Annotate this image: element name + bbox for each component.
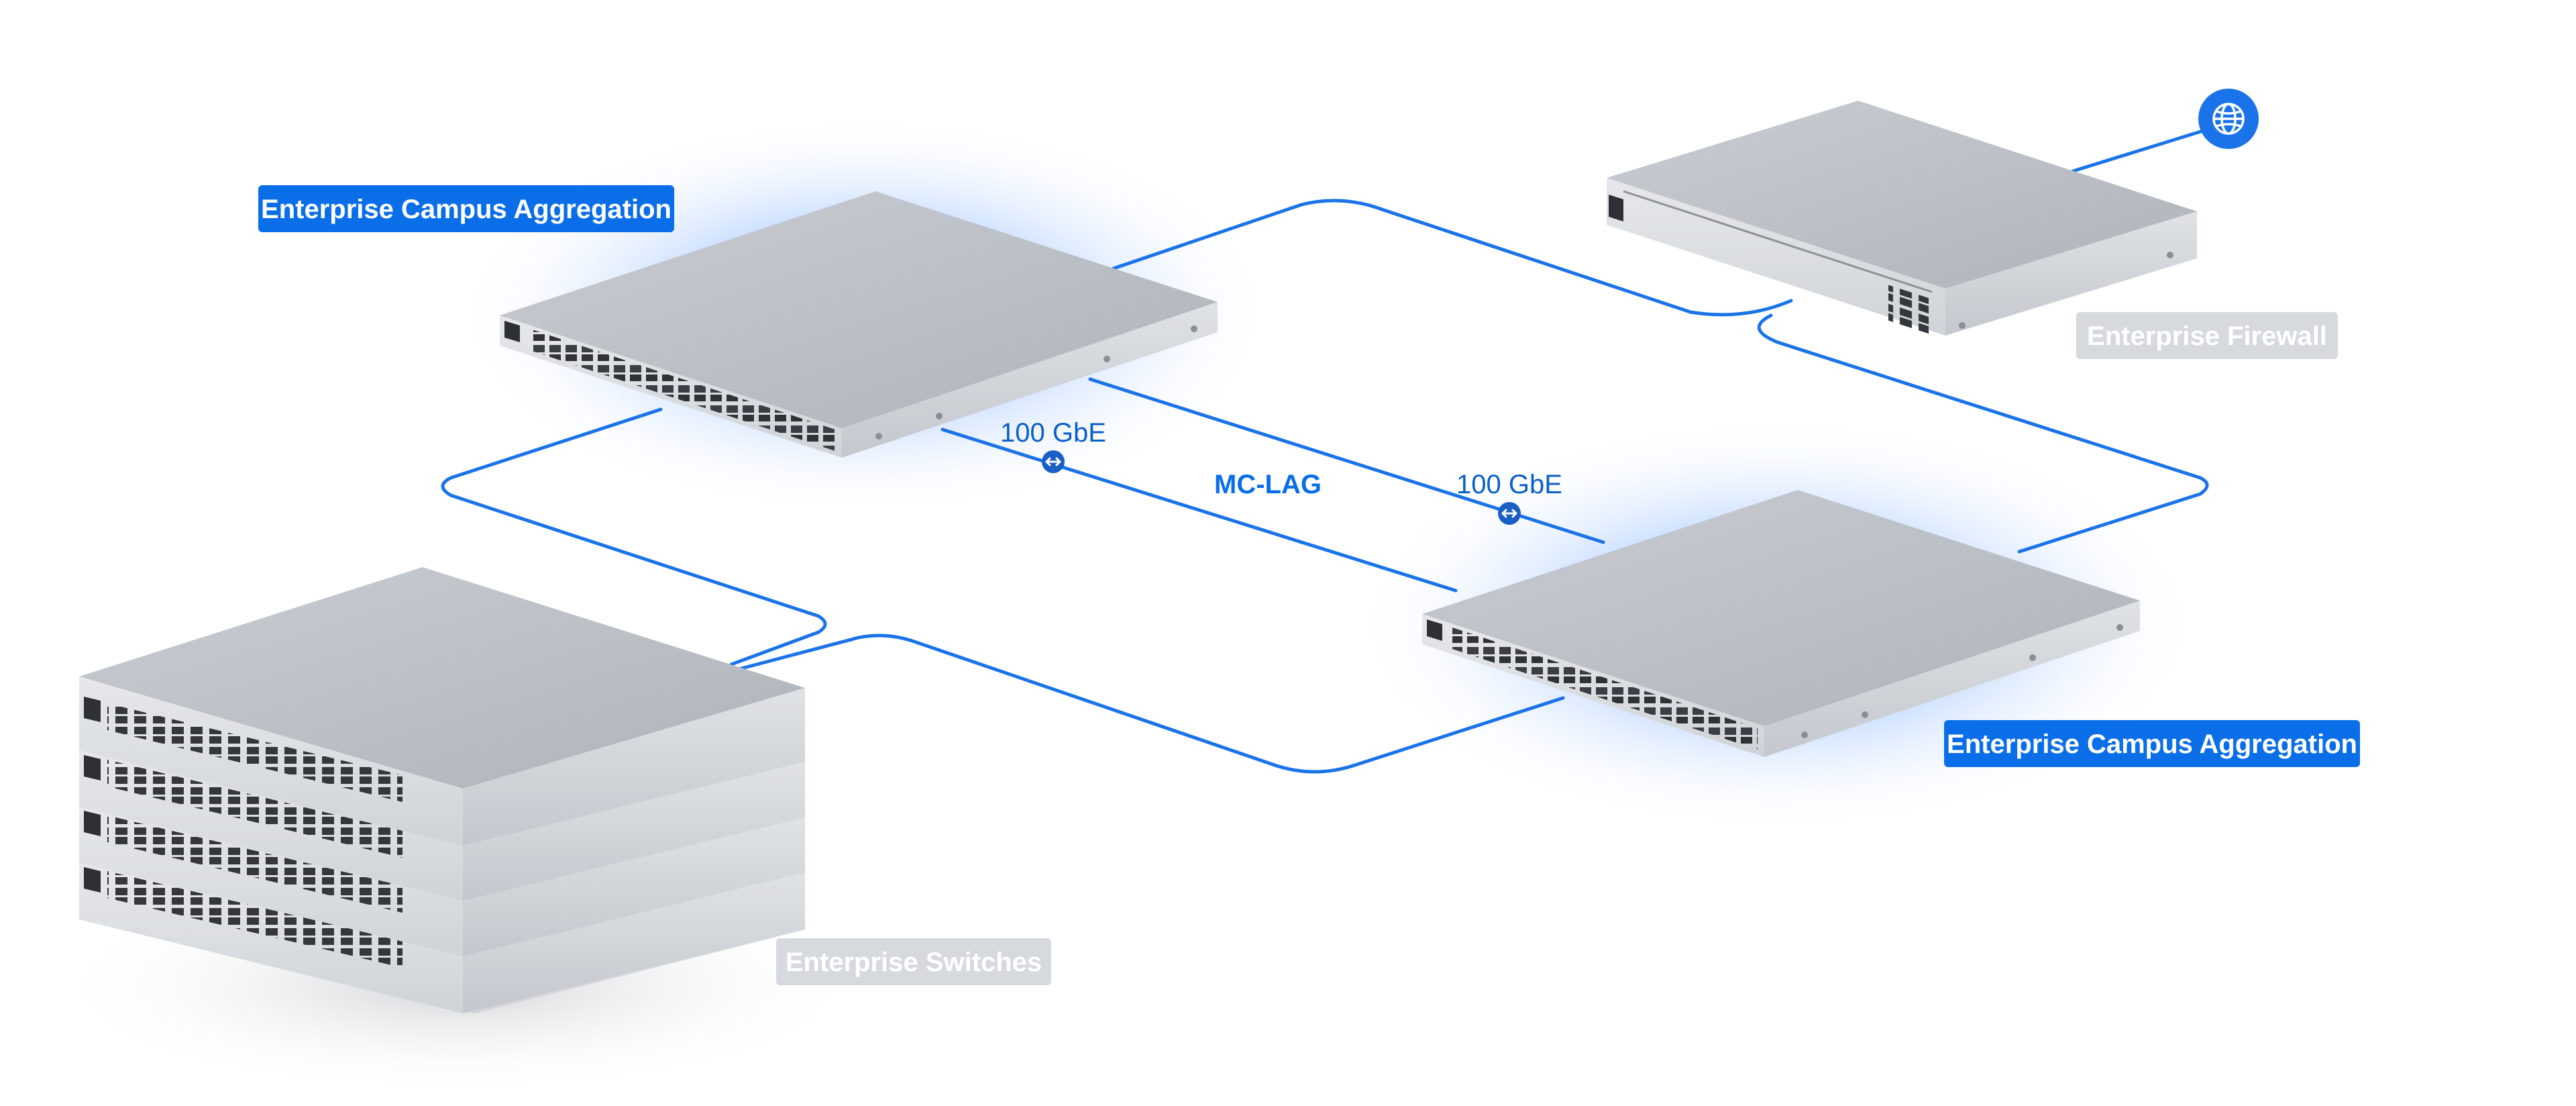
link-firewall-to-agg-bottom	[1757, 313, 2209, 554]
tag-aggregation-top-label: Enterprise Campus Aggregation	[261, 195, 672, 224]
link-speed-right: 100 GbE	[1456, 470, 1562, 499]
link-badge-left	[1042, 450, 1065, 473]
tag-aggregation-bottom: Enterprise Campus Aggregation	[1944, 720, 2360, 767]
link-switches-to-agg-bottom	[729, 634, 1565, 774]
device-firewall	[1607, 101, 2197, 336]
tag-aggregation-bottom-label: Enterprise Campus Aggregation	[1947, 730, 2357, 759]
link-agg-top-to-firewall	[1112, 199, 1793, 317]
tag-switches-label: Enterprise Switches	[786, 948, 1042, 977]
link-badge-right	[1498, 502, 1521, 525]
switch-unit-3	[79, 805, 805, 956]
tag-switches: Enterprise Switches	[776, 938, 1051, 985]
tag-aggregation-top: Enterprise Campus Aggregation	[258, 185, 674, 232]
device-switch-stack	[79, 567, 805, 1013]
link-agg-top-to-switches	[441, 407, 827, 666]
tag-firewall-label: Enterprise Firewall	[2087, 321, 2327, 351]
link-speed-left: 100 GbE	[1000, 418, 1106, 448]
link-mclag-left	[941, 428, 1458, 593]
switch-unit-2	[79, 750, 805, 901]
tag-firewall: Enterprise Firewall	[2076, 312, 2338, 359]
link-firewall-to-internet	[2071, 125, 2216, 173]
switch-unit-1	[79, 567, 805, 846]
globe-icon	[2198, 89, 2259, 149]
device-aggregation-bottom	[1422, 490, 2140, 757]
device-aggregation-top	[500, 191, 1218, 458]
firewall-ports	[1888, 285, 1929, 336]
mclag-label: MC-LAG	[1214, 470, 1322, 499]
